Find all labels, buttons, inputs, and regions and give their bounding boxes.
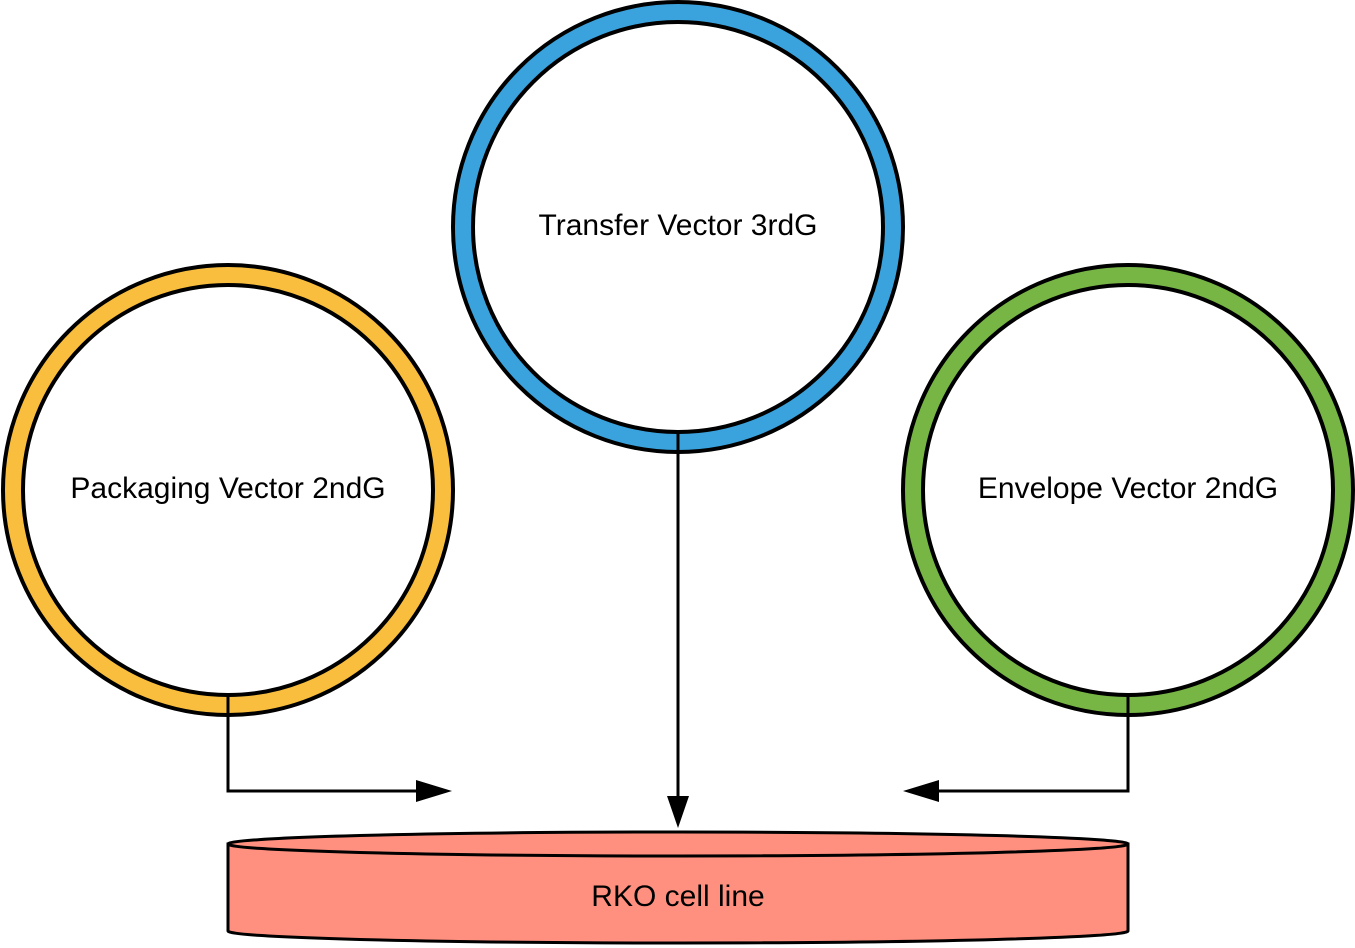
cell-dish-top [226, 830, 1130, 858]
packaging-arrowhead-icon [416, 780, 452, 802]
packaging-vector-node: Packaging Vector 2ndG [1, 263, 455, 717]
transfer-vector-label: Transfer Vector 3rdG [539, 209, 818, 242]
transfer-arrowhead-icon [667, 796, 689, 828]
transfer-to-cell-arrow [667, 432, 689, 828]
envelope-connector-line [925, 695, 1130, 793]
packaging-connector-line [226, 695, 430, 793]
rko-cell-line-label: RKO cell line [591, 880, 764, 913]
packaging-to-cell-arrow [226, 695, 452, 802]
transfer-vector-node: Transfer Vector 3rdG [451, 0, 905, 454]
cell-dish-body [226, 842, 1130, 945]
packaging-vector-label: Packaging Vector 2ndG [70, 472, 385, 505]
envelope-vector-node: Envelope Vector 2ndG [901, 263, 1355, 717]
rko-cell-line-node: RKO cell line [226, 830, 1130, 945]
envelope-arrowhead-icon [903, 780, 939, 802]
envelope-vector-label: Envelope Vector 2ndG [978, 472, 1278, 505]
envelope-to-cell-arrow [903, 695, 1130, 802]
